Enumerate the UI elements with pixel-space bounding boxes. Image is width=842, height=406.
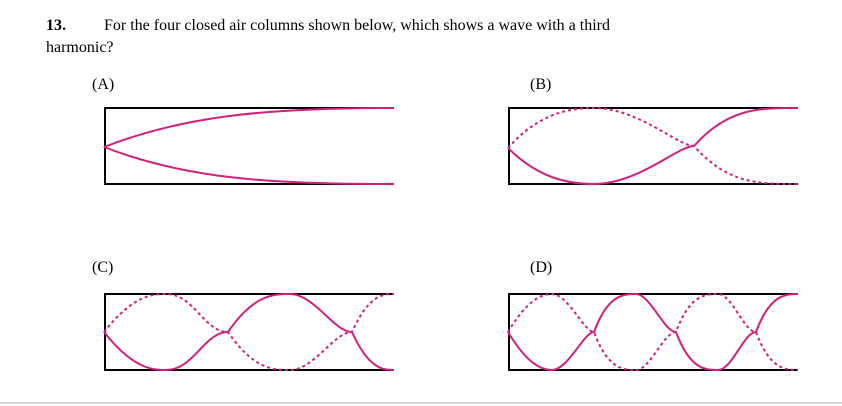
option-c-label[interactable]: (C)	[92, 259, 114, 276]
question-number: 13.	[46, 17, 66, 34]
wave-solid	[103, 107, 395, 148]
wave-solid	[507, 107, 799, 186]
wave-dashed	[507, 292, 799, 372]
question-text: For the four closed air columns shown be…	[104, 17, 610, 34]
wave-solid	[103, 292, 395, 372]
option-c-diagram	[103, 292, 395, 372]
option-b-label[interactable]: (B)	[530, 76, 552, 93]
option-b-diagram	[507, 106, 799, 186]
option-d-diagram	[507, 292, 799, 372]
option-a-label[interactable]: (A)	[92, 76, 115, 93]
wave-solid	[507, 292, 799, 372]
option-d-label[interactable]: (D)	[530, 259, 553, 276]
wave-mirror	[103, 146, 395, 185]
page-bottom-rule	[0, 402, 842, 404]
wave-dashed	[103, 292, 395, 372]
wave-dashed	[507, 106, 799, 185]
question-text-continued: harmonic?	[46, 39, 114, 56]
option-a-diagram	[103, 107, 395, 185]
